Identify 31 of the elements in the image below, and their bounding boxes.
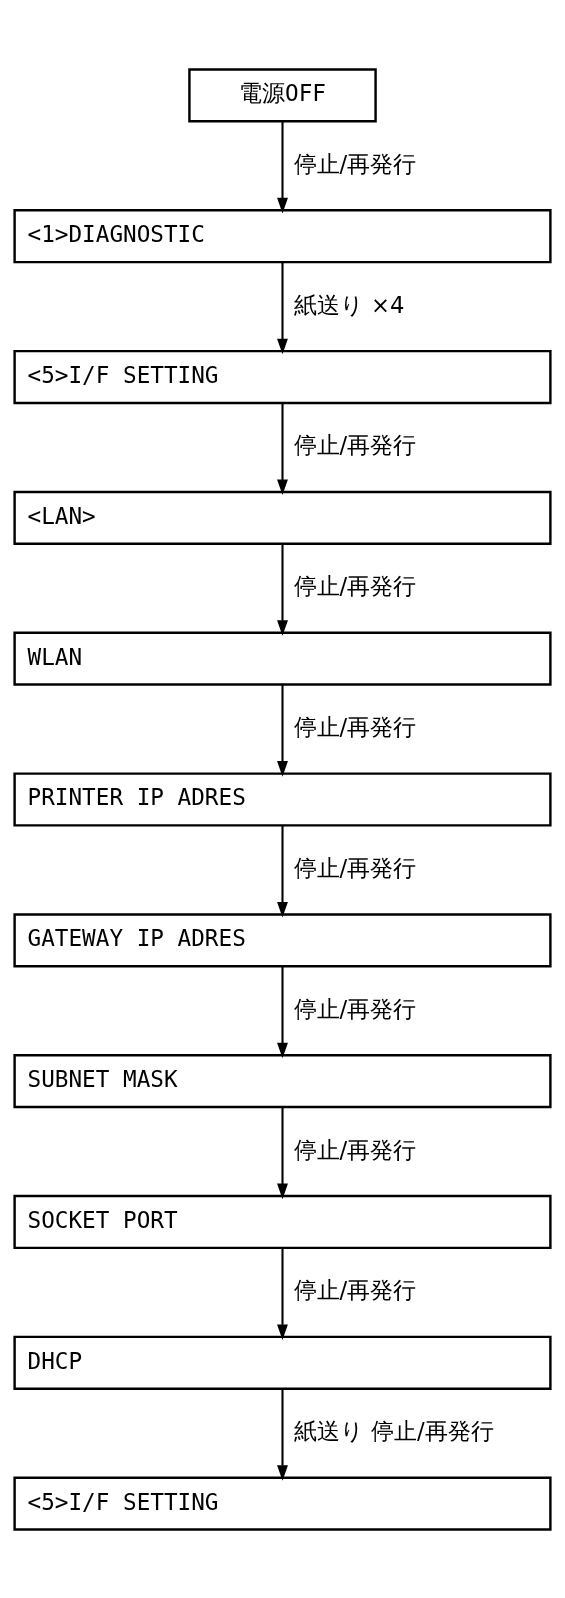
node-box: WLAN [13,631,552,686]
node-box: GATEWAY IP ADRES [13,912,552,967]
edge-label: 停止/再発行 [293,572,417,599]
edge-label: 停止/再発行 [293,1276,417,1303]
arrow [277,825,288,917]
edge-label: 停止/再発行 [293,995,417,1022]
arrow [277,966,288,1058]
edge-label: 紙送り 停止/再発行 [293,1417,494,1444]
edge-label: 紙送り ×4 [293,291,405,318]
arrow [277,684,288,777]
arrow [277,121,288,213]
edge-label: 停止/再発行 [293,431,417,458]
node-box: PRINTER IP ADRES [13,771,552,827]
node-box: 電源OFF [188,67,377,122]
node-box: DHCP [13,1335,552,1390]
node-box: <LAN> [13,490,552,545]
node-box: <5>I/F SETTING [13,349,552,404]
edge-label: 停止/再発行 [293,854,417,881]
node-box: SUBNET MASK [13,1053,552,1108]
node-box: <1>DIAGNOSTIC [13,208,552,263]
arrow [277,1388,288,1481]
arrow [277,1247,288,1340]
node-box: <5>I/F SETTING [13,1476,552,1531]
arrow [277,261,288,354]
arrow [277,1106,288,1199]
arrow [277,543,288,636]
edge-label: 停止/再発行 [293,150,417,177]
edge-label: 停止/再発行 [293,713,417,740]
edge-label: 停止/再発行 [293,1136,417,1163]
node-box: SOCKET PORT [13,1194,552,1249]
arrow [277,402,288,495]
